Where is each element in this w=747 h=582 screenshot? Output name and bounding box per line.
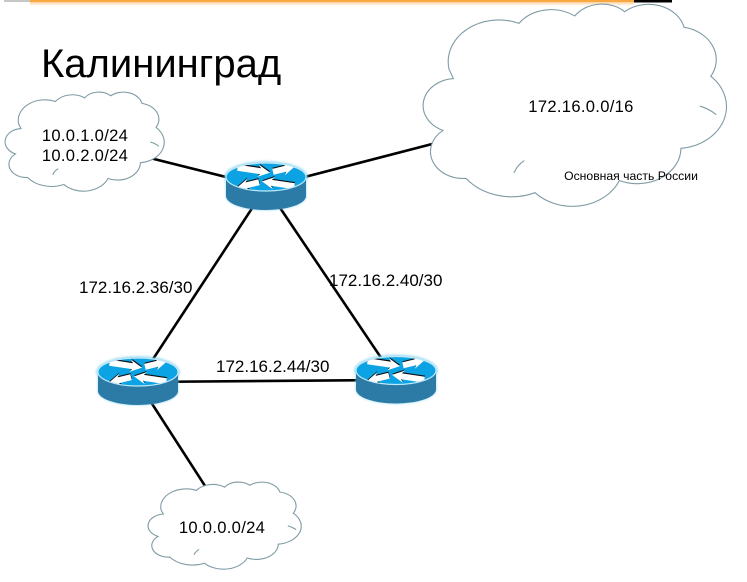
svg-text:Калининград: Калининград — [41, 42, 281, 86]
svg-text:172.16.2.44/30: 172.16.2.44/30 — [216, 357, 329, 376]
svg-text:172.16.2.36/30: 172.16.2.36/30 — [79, 278, 192, 297]
svg-text:172.16.0.0/16: 172.16.0.0/16 — [528, 97, 633, 116]
svg-text:172.16.2.40/30: 172.16.2.40/30 — [329, 271, 442, 290]
svg-text:10.0.2.0/24: 10.0.2.0/24 — [42, 146, 128, 165]
svg-text:10.0.0.0/24: 10.0.0.0/24 — [179, 518, 265, 537]
svg-text:10.0.1.0/24: 10.0.1.0/24 — [42, 126, 128, 145]
svg-text:Основная часть России: Основная часть России — [564, 169, 698, 183]
